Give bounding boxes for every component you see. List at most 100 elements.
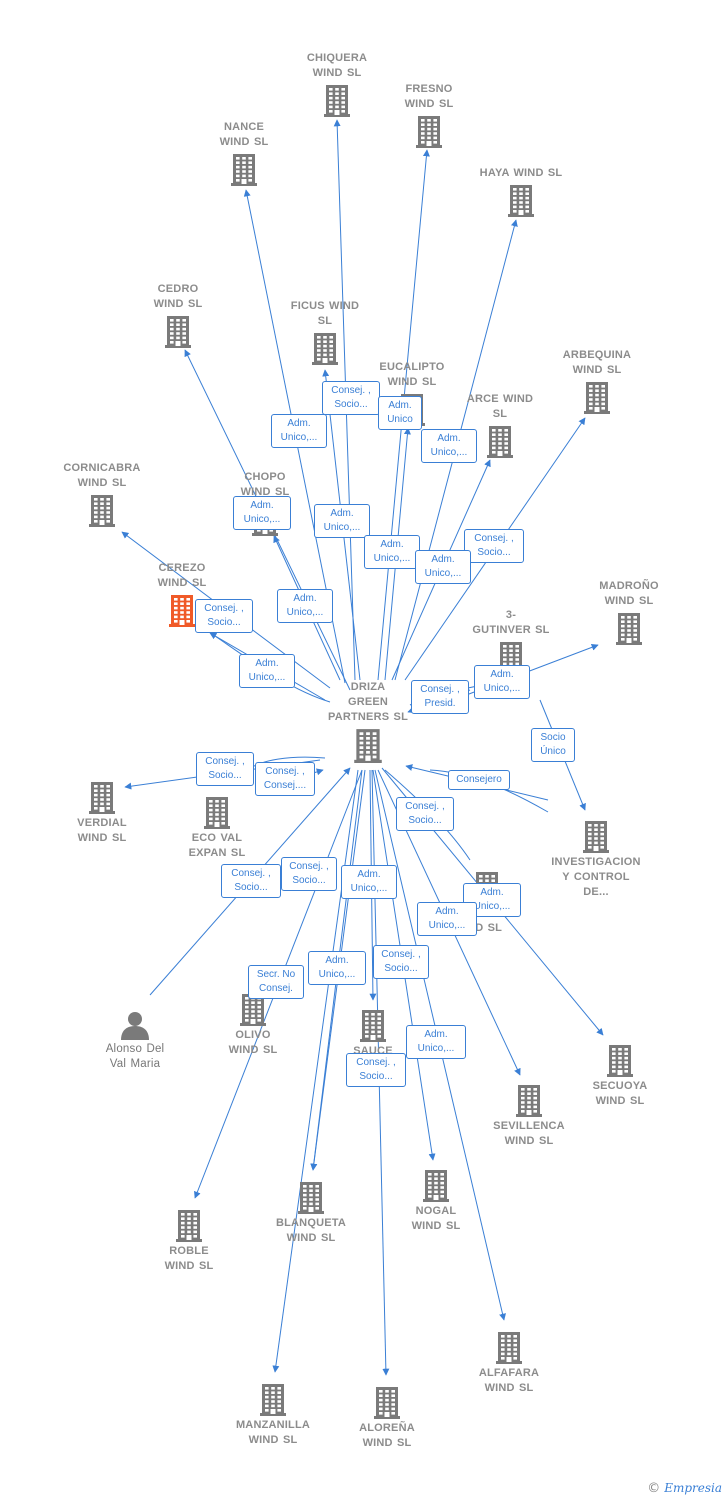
node-label-line: VERDIAL	[77, 817, 127, 829]
edge-label-alonso-driza[interactable]: Secr. No Consej.	[248, 965, 304, 999]
edge-label-driza-nance[interactable]: Adm. Unico,...	[271, 414, 327, 448]
edge-label-driza-alfafara[interactable]: Consej. , Socio...	[346, 1053, 406, 1087]
edge-label-extra[interactable]: Adm. Unico,...	[239, 654, 295, 688]
node-label-line: SECUOYA	[592, 1080, 648, 1092]
edge-label-driza-secuoya[interactable]: Adm. Unico,...	[417, 902, 477, 936]
edge-label-driza-chiquera[interactable]: Consej. , Socio...	[322, 381, 380, 415]
edge-label-driza-cornicabra[interactable]: Adm. Unico,...	[277, 589, 333, 623]
node-label-line: WIND SL	[157, 577, 207, 589]
building-icon	[423, 1170, 449, 1202]
edge-label-ecoval-driza[interactable]: Consej. , Consej....	[255, 762, 315, 796]
node-label-line: FICUS WIND	[290, 300, 360, 312]
node-madrono[interactable]: MADROÑO WIND SL	[569, 579, 689, 645]
building-icon	[312, 333, 338, 365]
edge-label-driza-sevillenca[interactable]: Consej. , Socio...	[281, 857, 337, 891]
edge-label-driza-arbequina[interactable]: Consej. , Socio...	[464, 529, 524, 563]
node-label-line: WIND SL	[411, 1220, 461, 1232]
node-label-line: DRIZA	[350, 681, 386, 693]
node-label: MADROÑO WIND SL	[569, 579, 689, 609]
node-label-line: Alonso Del	[105, 1043, 165, 1055]
building-icon	[374, 1387, 400, 1419]
node-label-line: SEVILLENCA	[493, 1120, 565, 1132]
edge-label-driza-cedro[interactable]: Adm. Unico,...	[233, 496, 291, 530]
edge-label-driza-cerezo[interactable]: Consej. , Socio...	[195, 599, 253, 633]
node-label-line: ROBLE	[169, 1245, 209, 1257]
edge-label-investigacion-driza[interactable]: Consejero	[448, 770, 510, 790]
node-label-line: ECO VAL	[191, 832, 243, 844]
edge-label-driza-arce[interactable]: Adm. Unico,...	[415, 550, 471, 584]
node-label-line: CHOPO	[244, 471, 286, 483]
node-label-line: WIND SL	[286, 1232, 336, 1244]
edge-label-driza-ficus[interactable]: Adm. Unico,...	[314, 504, 370, 538]
node-label-line: ALOREÑA	[359, 1422, 415, 1434]
edge-label-driza-verdial[interactable]: Consej. , Socio...	[196, 752, 254, 786]
node-label-line: ALFAFARA	[478, 1367, 540, 1379]
edge-label-extra[interactable]: Consej. , Socio...	[396, 797, 454, 831]
edge-label-gutinver-investigacion[interactable]: Socio Único	[531, 728, 575, 762]
node-gutinver[interactable]: 3-GUTINVER SL	[451, 608, 571, 674]
node-label-line: EUCALIPTO	[379, 361, 445, 373]
building-icon	[204, 797, 230, 829]
edge-label-driza-roble[interactable]: Adm. Unico,...	[341, 865, 397, 899]
edge-label-driza-fresno[interactable]: Adm. Unico	[378, 396, 422, 430]
edge-label-driza-nogal[interactable]: Adm. Unico,...	[406, 1025, 466, 1059]
copyright-symbol: ©	[647, 1481, 661, 1496]
edge-label-driza-madrono[interactable]: Adm. Unico,...	[474, 665, 530, 699]
node-label-line: NANCE	[223, 121, 265, 133]
building-icon	[89, 495, 115, 527]
node-haya[interactable]: HAYA WIND SL	[461, 166, 581, 217]
edge-label-driza-haya[interactable]: Adm. Unico,...	[421, 429, 477, 463]
edge-label-driza-risca[interactable]: Consej. , Socio...	[221, 864, 281, 898]
edge-label-driza-eucalipto[interactable]: Adm. Unico,...	[364, 535, 420, 569]
building-icon	[169, 595, 195, 627]
node-label-line: 3-	[505, 609, 517, 621]
node-label-line: WIND SL	[604, 595, 654, 607]
node-label-line: CORNICABRA	[63, 462, 141, 474]
node-label-line: ARBEQUINA	[562, 349, 632, 361]
edge-label-driza-blanqueta[interactable]: Consej. , Socio...	[373, 945, 429, 979]
edge-label-driza-manzanilla[interactable]: Adm. Unico,...	[308, 951, 366, 985]
building-icon	[360, 1010, 386, 1042]
edge-label-gutinver-driza[interactable]: Consej. , Presid.	[411, 680, 469, 714]
node-label-line: MADROÑO	[599, 580, 659, 592]
building-icon	[616, 613, 642, 645]
building-icon	[324, 85, 350, 117]
building-icon	[607, 1045, 633, 1077]
footer-brand: ©Empresia	[647, 1481, 722, 1496]
